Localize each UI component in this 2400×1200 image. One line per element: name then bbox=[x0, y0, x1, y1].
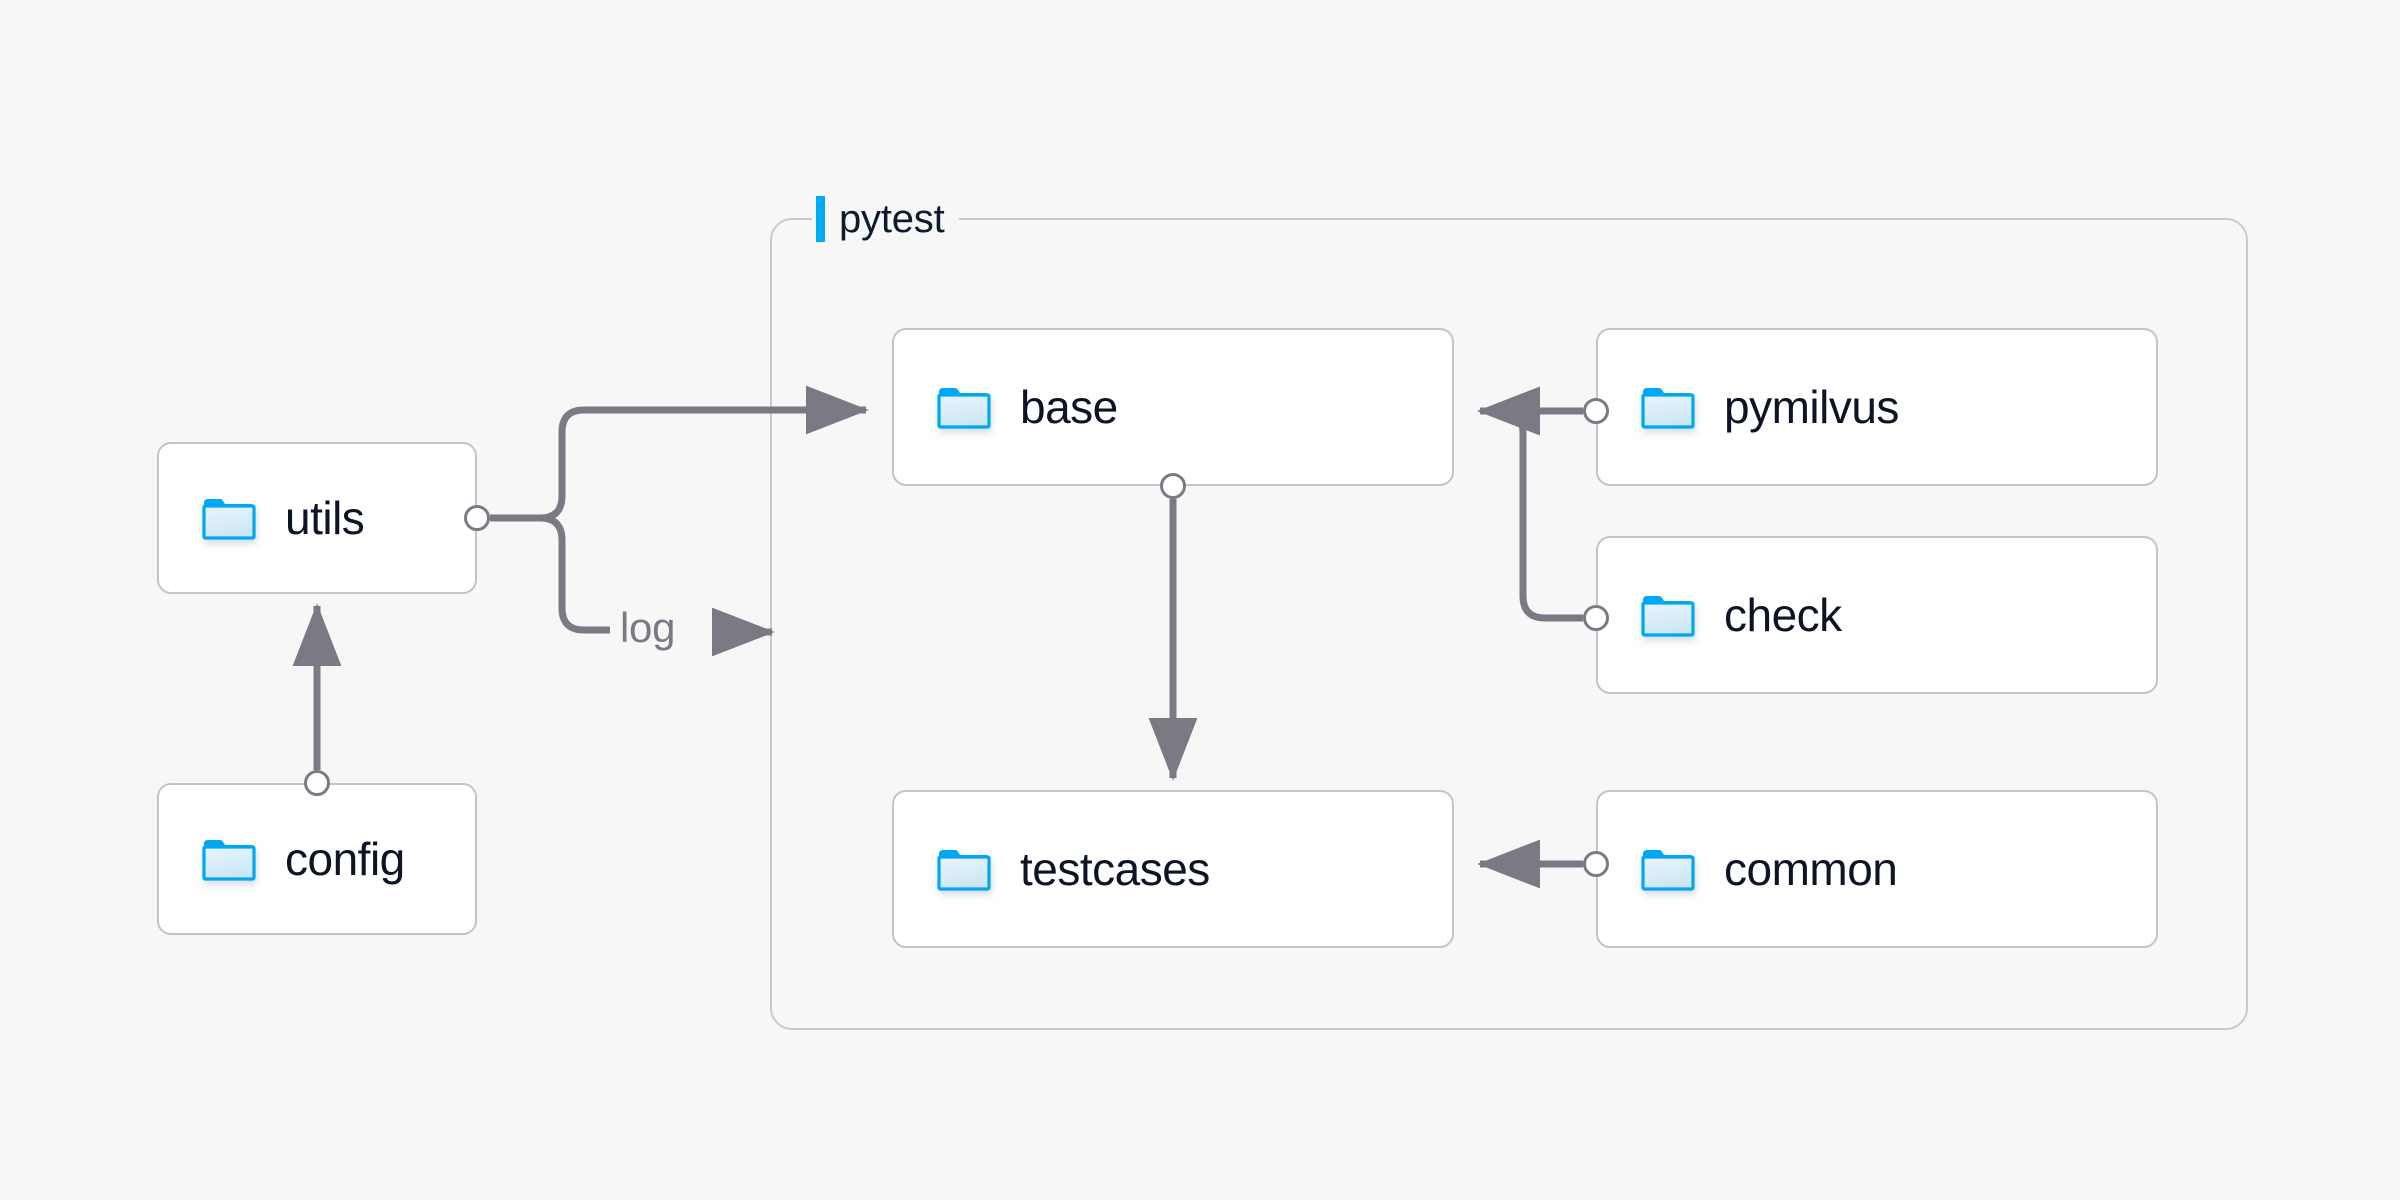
port-common-left[interactable] bbox=[1583, 851, 1609, 877]
node-config[interactable]: config bbox=[157, 783, 477, 935]
group-pytest-label: pytest bbox=[839, 196, 945, 241]
port-config-top[interactable] bbox=[304, 770, 330, 796]
port-check-left[interactable] bbox=[1583, 605, 1609, 631]
folder-icon bbox=[1640, 846, 1696, 892]
node-check-label: check bbox=[1724, 589, 1842, 641]
node-common[interactable]: common bbox=[1596, 790, 2158, 948]
folder-icon bbox=[201, 836, 257, 882]
node-utils[interactable]: utils bbox=[157, 442, 477, 594]
node-config-label: config bbox=[285, 833, 405, 885]
folder-icon bbox=[936, 846, 992, 892]
folder-icon bbox=[1640, 384, 1696, 430]
node-testcases-label: testcases bbox=[1020, 843, 1210, 895]
node-testcases[interactable]: testcases bbox=[892, 790, 1454, 948]
node-check[interactable]: check bbox=[1596, 536, 2158, 694]
port-utils-right[interactable] bbox=[464, 505, 490, 531]
node-pymilvus[interactable]: pymilvus bbox=[1596, 328, 2158, 486]
edge-label-log: log bbox=[610, 604, 686, 652]
node-pymilvus-label: pymilvus bbox=[1724, 381, 1899, 433]
folder-icon bbox=[1640, 592, 1696, 638]
port-base-bottom[interactable] bbox=[1160, 473, 1186, 499]
group-accent-bar bbox=[816, 196, 825, 242]
node-base[interactable]: base bbox=[892, 328, 1454, 486]
node-common-label: common bbox=[1724, 843, 1898, 895]
port-pymilvus-left[interactable] bbox=[1583, 398, 1609, 424]
node-utils-label: utils bbox=[285, 492, 365, 544]
folder-icon bbox=[201, 495, 257, 541]
group-pytest-label-wrap: pytest bbox=[812, 192, 959, 246]
folder-icon bbox=[936, 384, 992, 430]
node-base-label: base bbox=[1020, 381, 1118, 433]
